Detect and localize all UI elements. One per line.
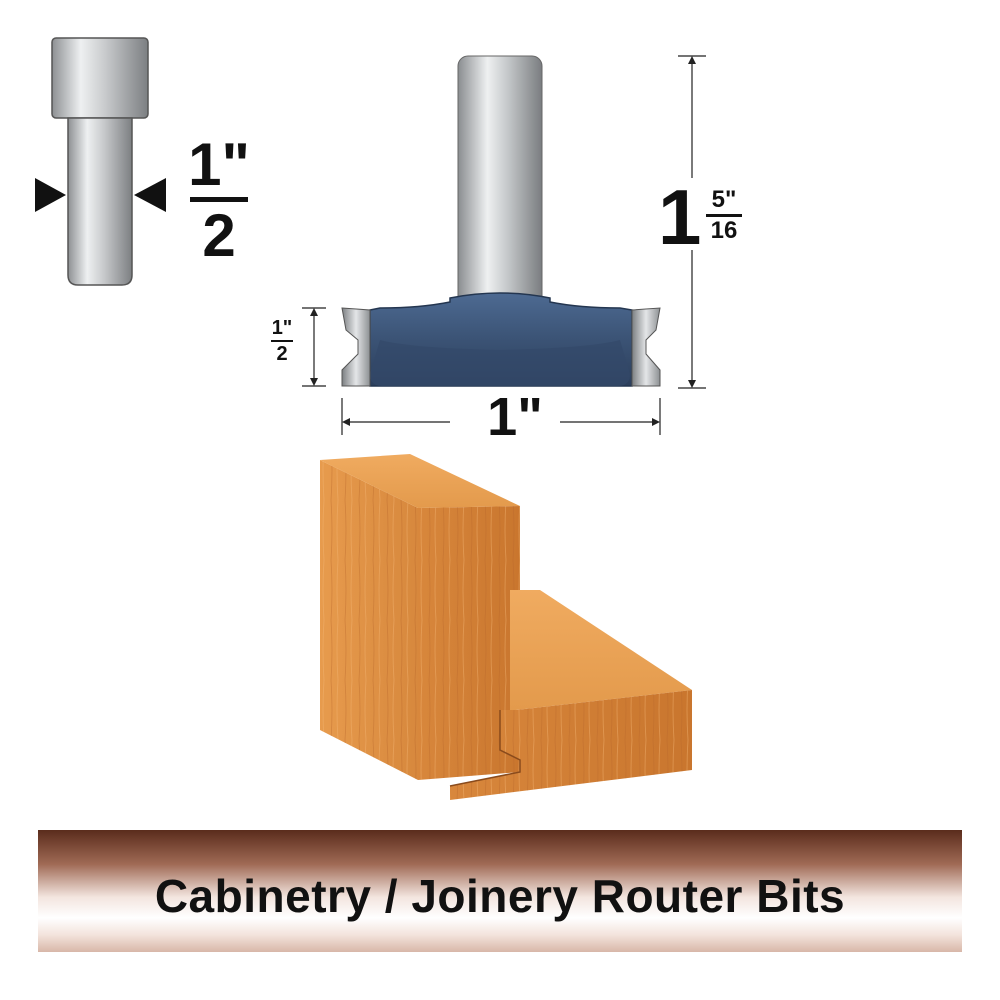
- left-arrow-icon: [35, 178, 66, 212]
- cutting-diameter-dimension: [341, 398, 661, 435]
- router-bit-illustration: [302, 55, 706, 435]
- shank-shaft: [67, 117, 133, 286]
- fraction-bar: [706, 214, 742, 217]
- product-category-banner: Cabinetry / Joinery Router Bits: [38, 830, 962, 952]
- right-arrow-icon: [134, 178, 166, 212]
- carbide-cutter-left: [341, 307, 371, 387]
- shank-diameter-denominator: 2: [202, 202, 236, 269]
- overall-length-whole: 1: [658, 173, 702, 261]
- overall-length-numerator: 5": [711, 186, 737, 213]
- overall-length-denominator: 16: [710, 217, 738, 244]
- horizontal-board-top: [510, 590, 692, 710]
- cutting-height-denominator: 2: [276, 343, 288, 365]
- cutting-height-label: 1" 2: [262, 318, 302, 364]
- vertical-board-top: [320, 454, 520, 508]
- bit-shank: [457, 55, 543, 307]
- wood-joint-profile-illustration: [320, 454, 692, 800]
- joint-groove-outline: [449, 710, 521, 787]
- shank-diameter-diagram: [35, 37, 166, 286]
- cutting-diameter-label: 1": [470, 390, 560, 444]
- shank-diameter-label: 1" 2: [176, 135, 262, 266]
- carbide-cutter-right: [631, 307, 661, 387]
- fraction-bar: [190, 197, 248, 202]
- overall-length-dimension: [678, 55, 706, 389]
- shank-collar: [51, 37, 149, 119]
- shank-diameter-numerator: 1": [188, 131, 250, 198]
- cutting-height-numerator: 1": [271, 317, 293, 339]
- overall-length-fraction: 5" 16: [700, 188, 748, 243]
- banner-title: Cabinetry / Joinery Router Bits: [154, 870, 846, 922]
- fraction-bar: [271, 340, 293, 342]
- cutting-height-dimension: [302, 307, 326, 387]
- bit-flange: [370, 340, 630, 386]
